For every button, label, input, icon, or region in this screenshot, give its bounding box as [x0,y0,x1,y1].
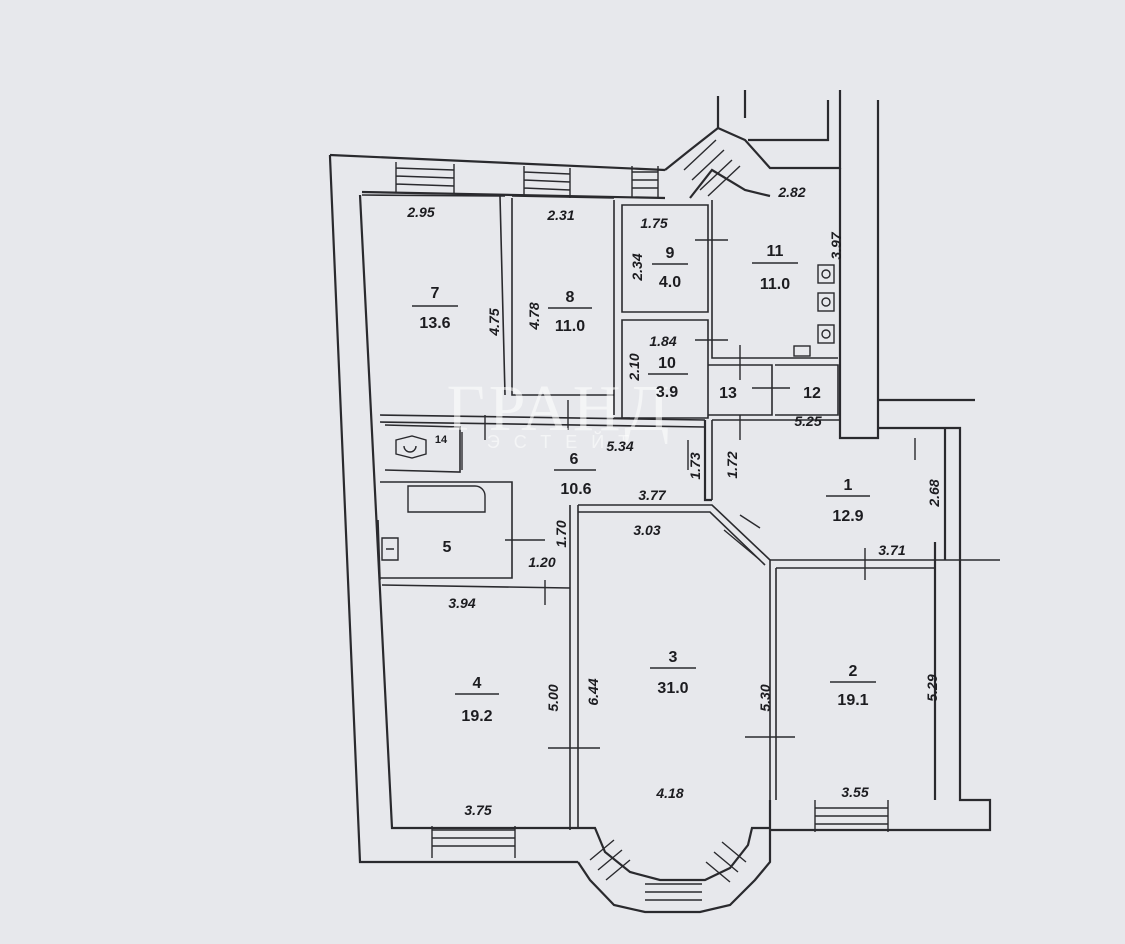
watermark-main: ГРАНД [447,372,674,445]
room-4-number: 4 [473,675,482,692]
room-9-area: 4.0 [659,274,681,291]
dim-5-34: 5.34 [606,438,633,454]
room-14-number: 14 [435,434,448,446]
dim-5-29: 5.29 [924,674,940,701]
dim-5-25: 5.25 [794,413,821,429]
room-13-number: 13 [719,385,737,402]
room-7-area: 13.6 [419,315,450,332]
sink-icon [381,537,399,561]
room-7-number: 7 [431,285,440,302]
watermark-sub: ЭСТЕЙТ [487,431,643,452]
interior-walls [361,194,1000,830]
door-ticks [461,239,916,749]
room-12-number: 12 [803,385,821,402]
room-3-area: 31.0 [657,680,688,697]
dim-3-55: 3.55 [841,784,868,800]
dim-2-31: 2.31 [546,207,574,223]
room-5: 5 [443,539,452,556]
dim-1-70: 1.70 [553,520,569,547]
room-12: 12 [803,385,821,402]
room-13: 13 [719,385,737,402]
room-2-number: 2 [849,663,858,680]
room-8-number: 8 [566,289,575,306]
dim-3-77: 3.77 [638,487,666,503]
room-14: 14 [435,434,448,446]
dim-3-94: 3.94 [448,595,475,611]
dim-3-71: 3.71 [878,542,905,558]
dim-4-75: 4.75 [486,308,502,336]
room-10: 10 3.9 [648,355,688,401]
dim-3-97: 3.97 [828,231,844,259]
room-9-number: 9 [666,245,675,262]
room-7: 7 13.6 [412,285,458,332]
room-4-area: 19.2 [461,708,492,725]
toilet-icon [395,435,427,459]
room-11: 11 11.0 [752,243,798,293]
fixtures [381,264,835,561]
dim-5-30: 5.30 [757,684,773,711]
windows [395,139,889,901]
room-2: 2 19.1 [830,663,876,709]
dim-3-75: 3.75 [464,802,491,818]
dimension-labels: 2.95 2.31 1.75 2.82 1.84 5.34 5.25 3.77 … [406,184,942,818]
dim-4-78: 4.78 [526,302,542,330]
dim-2-82: 2.82 [777,184,805,200]
room-11-number: 11 [767,243,784,260]
room-labels: 7 13.6 8 11.0 9 4.0 10 3.9 11 11.0 13 1 [412,243,876,725]
dim-4-18: 4.18 [655,785,683,801]
room-1-area: 12.9 [832,508,863,525]
dim-3-03: 3.03 [633,522,660,538]
dim-2-34: 2.34 [629,253,645,281]
room-8: 8 11.0 [548,289,592,335]
room-3-number: 3 [669,649,678,666]
watermark: ГРАНД ЭСТЕЙТ [447,372,674,452]
room-3: 3 31.0 [650,649,696,697]
dim-1-84: 1.84 [649,333,676,349]
room-2-area: 19.1 [837,692,868,709]
dim-1-75: 1.75 [640,215,667,231]
dim-1-72: 1.72 [724,451,740,478]
room-10-number: 10 [658,355,676,372]
room-4: 4 19.2 [455,675,499,725]
stove-icon [817,264,835,284]
room-6: 6 10.6 [554,451,596,498]
dim-1-20: 1.20 [528,554,555,570]
room-6-number: 6 [570,451,579,468]
room-5-number: 5 [443,539,452,556]
room-1-number: 1 [844,477,853,494]
dim-2-10: 2.10 [626,353,642,381]
bathtub-icon [407,485,486,513]
room-11-area: 11.0 [760,276,790,293]
kitchen-sink-icon [793,345,811,357]
room-6-area: 10.6 [560,481,591,498]
room-1: 1 12.9 [826,477,870,525]
dim-6-44: 6.44 [585,678,601,705]
room-9: 9 4.0 [652,245,688,291]
room-8-area: 11.0 [555,318,585,335]
dim-2-68: 2.68 [926,479,942,507]
dim-5-00: 5.00 [545,684,561,711]
dim-1-73: 1.73 [687,452,703,479]
dim-2-95: 2.95 [406,204,434,220]
room-10-area: 3.9 [656,384,678,401]
